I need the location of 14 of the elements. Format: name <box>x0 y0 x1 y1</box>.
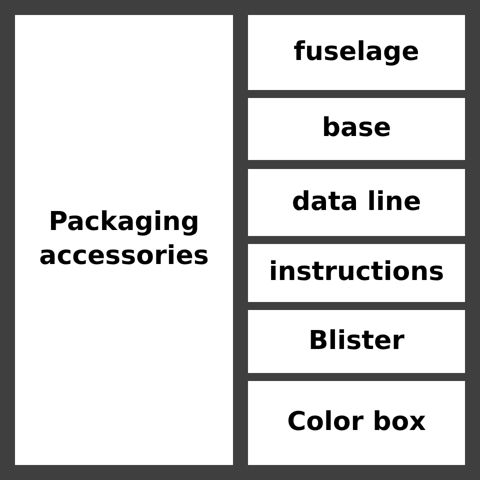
category-box <box>248 381 465 465</box>
box-label: Packaging accessories <box>38 206 210 273</box>
box-label: Color box <box>287 406 426 440</box>
category-box <box>248 98 465 160</box>
box-label: Blister <box>308 324 404 358</box>
box-label: fuselage <box>294 36 420 69</box>
category-box <box>15 15 233 465</box>
category-box <box>248 310 465 373</box>
box-label: base <box>322 112 392 146</box>
box-label: data line <box>292 186 422 219</box>
box-label: instructions <box>268 256 444 290</box>
category-box <box>248 169 465 236</box>
category-box <box>248 244 465 302</box>
category-box <box>248 15 465 90</box>
